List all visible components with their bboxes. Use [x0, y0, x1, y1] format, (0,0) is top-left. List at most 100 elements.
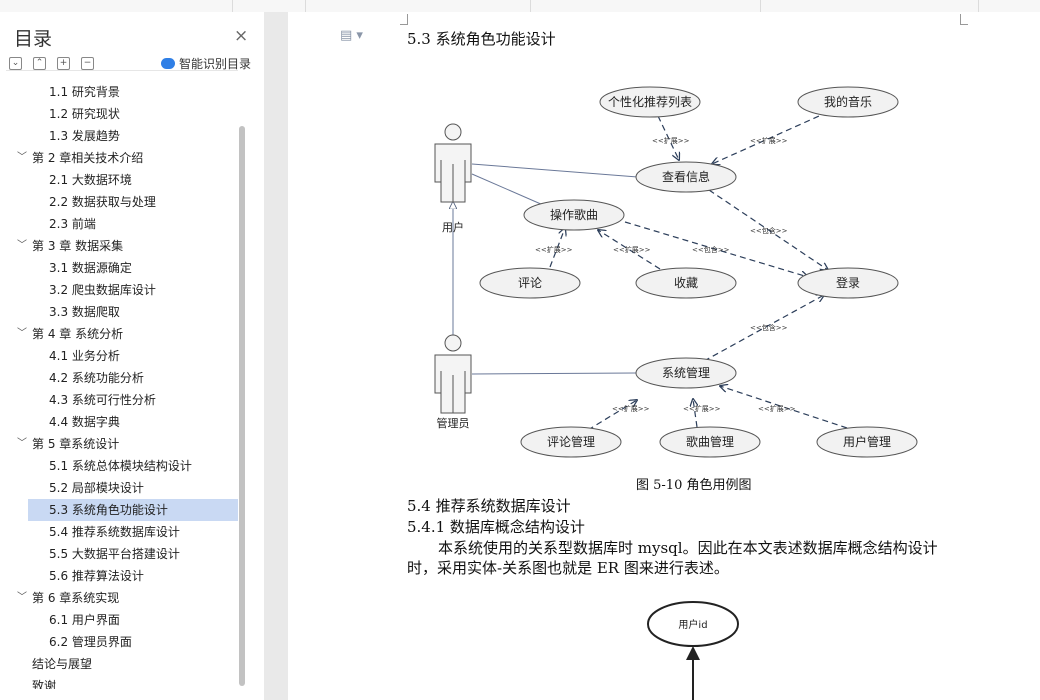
- smart-toc-button[interactable]: 智能识别目录: [161, 55, 251, 72]
- toc-item[interactable]: ﹀第 3 章 数据采集: [17, 235, 232, 257]
- usecase-view-label: 查看信息: [662, 169, 710, 184]
- extend-line: [657, 115, 679, 160]
- toc-item[interactable]: 1.2 研究现状: [49, 107, 120, 121]
- chevron-down-icon[interactable]: ﹀: [17, 152, 27, 163]
- toc-item[interactable]: 3.3 数据爬取: [49, 305, 120, 319]
- usecase-music-label: 我的音乐: [824, 94, 872, 109]
- collapse-all-button[interactable]: ⌄: [9, 57, 22, 70]
- section-heading: 5.3 系统角色功能设计: [407, 30, 556, 48]
- usecase-login: [797, 267, 899, 299]
- chevron-down-icon[interactable]: ﹀: [17, 328, 27, 339]
- toc-item[interactable]: 致谢: [32, 679, 57, 689]
- toc-item[interactable]: ﹀第 2 章相关技术介绍: [17, 147, 232, 169]
- usecase-recommend-label: 个性化推荐列表: [608, 95, 692, 109]
- toc-item[interactable]: 4.1 业务分析: [49, 349, 120, 363]
- actor-user-label: 用户: [442, 220, 464, 234]
- extend-line: [598, 230, 661, 270]
- toc-item[interactable]: 6.2 管理员界面: [49, 635, 132, 649]
- extend-label: <<扩展>>: [750, 136, 788, 145]
- cloud-icon: [161, 58, 175, 69]
- toc-item[interactable]: ﹀第 5 章系统设计: [17, 433, 232, 455]
- toc-item[interactable]: 1.3 发展趋势: [49, 129, 120, 143]
- er-diagram: 用户id: [647, 601, 739, 700]
- usecase-sys: [635, 357, 737, 389]
- usecase-cm: [520, 426, 622, 458]
- extend-label: <<扩展>>: [613, 245, 651, 254]
- toc-item[interactable]: 3.2 爬虫数据库设计: [49, 283, 156, 297]
- toc-title: 目录: [14, 28, 53, 50]
- include-line: [624, 221, 808, 277]
- extend-line: [720, 386, 848, 429]
- extend-label: <<扩展>>: [758, 404, 796, 413]
- expand-up-button[interactable]: ⌃: [33, 57, 46, 70]
- extend-label: <<扩展>>: [612, 404, 650, 413]
- toolbar-separator: [978, 0, 979, 12]
- toc-item[interactable]: ﹀第 6 章系统实现: [17, 587, 232, 609]
- association-line: [471, 372, 637, 375]
- extend-line: [549, 228, 565, 268]
- usecase-sm: [659, 426, 761, 458]
- add-entry-button[interactable]: +: [57, 57, 70, 70]
- page-corner-mark: [960, 14, 968, 25]
- usecase-login-label: 登录: [836, 275, 860, 290]
- body-paragraph-line: 时，采用实体-关系图也就是 ER 图来进行表述。: [407, 559, 729, 577]
- include-label: <<包含>>: [692, 245, 730, 254]
- figure-caption: 图 5-10 角色用例图: [636, 478, 752, 493]
- document-icon[interactable]: ▤ ▾: [340, 28, 363, 43]
- toc-item[interactable]: 2.3 前端: [49, 217, 96, 231]
- usecase-op: [523, 199, 625, 231]
- toc-item[interactable]: 5.4 推荐系统数据库设计: [49, 525, 180, 539]
- actor-user: [434, 123, 472, 203]
- toc-item[interactable]: 5.6 推荐算法设计: [49, 569, 144, 583]
- toc-item[interactable]: 1.1 研究背景: [49, 85, 120, 99]
- toc-item[interactable]: 3.1 数据源确定: [49, 261, 132, 275]
- toc-item[interactable]: 4.4 数据字典: [49, 415, 120, 429]
- smart-toc-label: 智能识别目录: [179, 57, 252, 71]
- usecase-comment: [479, 267, 581, 299]
- toc-item[interactable]: 结论与展望: [32, 657, 93, 671]
- toc-item[interactable]: ﹀第 4 章 系统分析: [17, 323, 232, 345]
- toc-item[interactable]: 2.1 大数据环境: [49, 173, 132, 187]
- toc-item[interactable]: 5.5 大数据平台搭建设计: [49, 547, 180, 561]
- include-line: [703, 295, 824, 362]
- chevron-down-icon[interactable]: ﹀: [17, 438, 27, 449]
- association-line: [471, 173, 551, 209]
- chevron-down-icon[interactable]: ﹀: [17, 240, 27, 251]
- subsection-heading: 5.4.1 数据库概念结构设计: [407, 518, 585, 536]
- toc-item-selected[interactable]: 5.3 系统角色功能设计: [28, 499, 238, 521]
- toc-scrollbar-thumb[interactable]: [239, 126, 245, 686]
- toc-item[interactable]: 4.3 系统可行性分析: [49, 393, 156, 407]
- usecase-fav: [635, 267, 737, 299]
- use-case-diagram: <<扩展>> <<扩展>> <<扩展>> <<扩展>> <<包含>> <<包含>…: [434, 86, 918, 458]
- extend-line: [712, 111, 829, 164]
- usecase-um-label: 用户管理: [843, 434, 891, 449]
- chevron-down-icon[interactable]: ﹀: [17, 592, 27, 603]
- close-icon[interactable]: ×: [234, 26, 249, 46]
- include-line: [708, 189, 828, 270]
- usecase-comment-label: 评论: [518, 276, 542, 290]
- toc-item[interactable]: 2.2 数据获取与处理: [49, 195, 156, 209]
- toolbar-separator: [232, 0, 233, 12]
- toc-item[interactable]: 6.1 用户界面: [49, 613, 120, 627]
- actor-admin-label: 管理员: [437, 416, 470, 430]
- toc-scrollbar[interactable]: [238, 70, 246, 688]
- document-page: [288, 12, 1040, 700]
- usecase-view: [635, 161, 737, 193]
- include-label: <<包含>>: [750, 323, 788, 332]
- extend-line: [693, 399, 697, 428]
- toc-item[interactable]: 5.1 系统总体模块结构设计: [49, 459, 192, 473]
- page-corner-mark: [400, 14, 408, 25]
- section-heading: 5.4 推荐系统数据库设计: [407, 497, 571, 515]
- toc-item[interactable]: 5.2 局部模块设计: [49, 481, 144, 495]
- toolbar-separator: [760, 0, 761, 12]
- usecase-op-label: 操作歌曲: [550, 207, 598, 222]
- usecase-fav-label: 收藏: [674, 276, 698, 290]
- toc-list: 1.1 研究背景 1.2 研究现状 1.3 发展趋势 ﹀第 2 章相关技术介绍 …: [6, 70, 238, 689]
- usecase-um: [816, 426, 918, 458]
- usecase-sys-label: 系统管理: [662, 365, 710, 380]
- association-line: [471, 163, 638, 178]
- remove-entry-button[interactable]: −: [81, 57, 94, 70]
- extend-label: <<扩展>>: [652, 136, 690, 145]
- toc-item[interactable]: 4.2 系统功能分析: [49, 371, 144, 385]
- usecase-sm-label: 歌曲管理: [686, 434, 734, 449]
